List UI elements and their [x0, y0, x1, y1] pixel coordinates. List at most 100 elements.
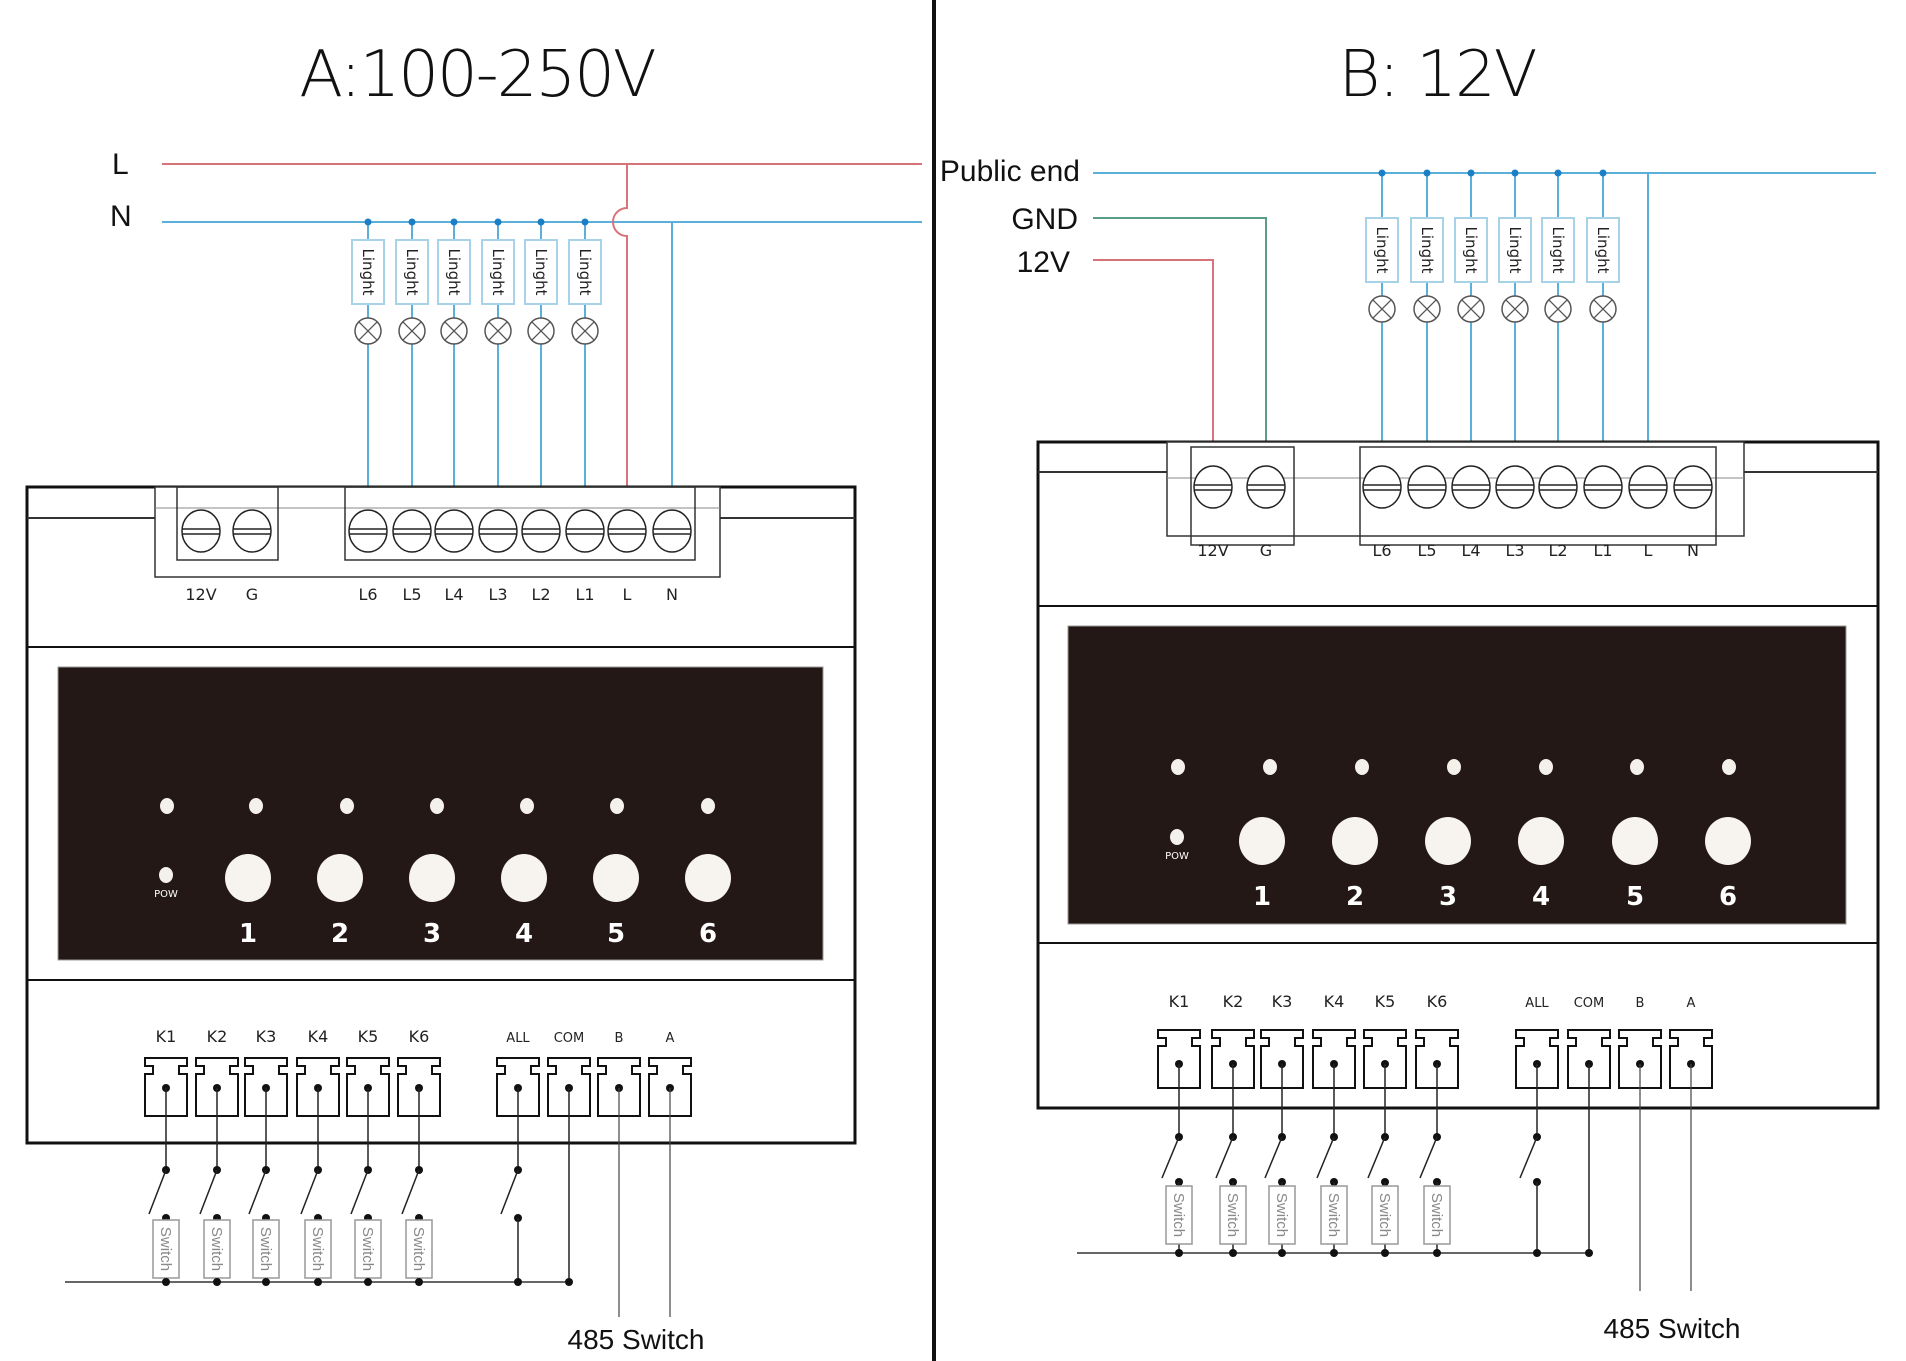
terminal-label: L1 [575, 585, 594, 604]
lamp-cross [1372, 299, 1392, 319]
channel-button-5 [593, 854, 639, 902]
tap-dot [1554, 169, 1562, 177]
connector-label: ALL [1525, 996, 1549, 1011]
connector-label: K2 [1223, 992, 1244, 1011]
switch-blade-icon [300, 1169, 319, 1215]
screw-terminal-icon [348, 509, 388, 553]
terminal-label: N [1687, 541, 1699, 560]
power-led-label: POW [154, 889, 178, 900]
channel-number: 5 [607, 919, 625, 949]
channel-button-2 [1332, 817, 1378, 865]
power-led-icon [1170, 829, 1184, 845]
load-label: Linght [532, 249, 550, 296]
channel-number: 1 [1253, 882, 1271, 912]
bus-junction [1433, 1249, 1441, 1257]
tap-dot [1599, 169, 1607, 177]
channel-button-3 [1425, 817, 1471, 865]
load-label: Linght [576, 249, 594, 296]
channel-number: 1 [239, 919, 257, 949]
screw-terminal-icon [181, 509, 221, 553]
channel-number: 3 [1439, 882, 1457, 912]
wall-switch-box [354, 1219, 382, 1279]
bus-junction [213, 1278, 221, 1286]
lamp-cross [1548, 299, 1568, 319]
terminal-label: N [666, 585, 678, 604]
bus-junction [162, 1278, 170, 1286]
connector-k4 [1312, 1029, 1356, 1089]
connector-k5 [1363, 1029, 1407, 1089]
channel-number: 4 [1532, 882, 1550, 912]
connector-label: ALL [506, 1031, 530, 1046]
wall-switch-box [1219, 1185, 1247, 1245]
connector-k1 [1157, 1029, 1201, 1089]
terminal-label: L3 [488, 585, 507, 604]
terminal-label: G [1260, 541, 1272, 560]
lamp-cross [575, 321, 595, 341]
status-led-icon [520, 798, 534, 814]
connector-label: K4 [1324, 992, 1345, 1011]
channel-number: 6 [1719, 882, 1737, 912]
status-led-icon [1539, 759, 1553, 775]
wall-switch-label: Switch [410, 1227, 427, 1271]
lamp-cross [444, 321, 464, 341]
status-led-icon [1355, 759, 1369, 775]
status-led-icon [1722, 759, 1736, 775]
connector-label: K6 [1427, 992, 1448, 1011]
supply-12v-wire [1093, 259, 1214, 475]
screw-terminal-icon [1407, 465, 1447, 509]
bus-junction [415, 1278, 423, 1286]
screw-terminal-icon [1628, 465, 1668, 509]
load-terminal-block [344, 486, 696, 561]
channel-number: 3 [423, 919, 441, 949]
screw-terminal-icon [1451, 465, 1491, 509]
screw-terminal-icon [1193, 465, 1233, 509]
load-label: Linght [359, 249, 377, 296]
channel-number: 2 [331, 919, 349, 949]
connector-label: COM [1574, 996, 1605, 1011]
load-label: Linght [1418, 227, 1436, 274]
wall-switch-box [405, 1219, 433, 1279]
load-box [568, 239, 602, 305]
switch-blade-icon [248, 1169, 267, 1215]
load-label: Linght [403, 249, 421, 296]
wall-switch-box [1423, 1185, 1451, 1245]
load-terminal-block [1359, 446, 1717, 546]
terminal-label: L [1644, 541, 1653, 560]
channel-button-5 [1612, 817, 1658, 865]
status-led-icon [1171, 759, 1185, 775]
screw-terminal-icon [607, 509, 647, 553]
channel-button-2 [317, 854, 363, 902]
power-terminal-block [176, 486, 279, 561]
bus-junction [1229, 1249, 1237, 1257]
load-label: Linght [445, 249, 463, 296]
load-label: Linght [1373, 227, 1391, 274]
connector-label: B [615, 1031, 624, 1046]
lamp-cross [531, 321, 551, 341]
bus-junction [1381, 1249, 1389, 1257]
load-box [481, 239, 515, 305]
load-box [1410, 217, 1444, 283]
screw-terminal-icon [1495, 465, 1535, 509]
channel-number: 4 [515, 919, 533, 949]
bus-junction [514, 1278, 522, 1286]
wall-switch-label: Switch [157, 1227, 174, 1271]
wall-switch-label: Switch [208, 1227, 225, 1271]
power-terminal-block [1190, 446, 1295, 546]
status-led-icon [160, 798, 174, 814]
connector-label: COM [554, 1031, 585, 1046]
switch-blade-icon [1161, 1136, 1180, 1179]
wall-switch-label: Switch [1273, 1193, 1290, 1237]
load-label: Linght [1549, 227, 1567, 274]
panel-a-title: A:100-250V [299, 38, 655, 112]
terminal-label: L5 [402, 585, 421, 604]
connector-k2 [1211, 1029, 1255, 1089]
rs485-label: 485 Switch [1604, 1313, 1741, 1344]
connector-k6 [1415, 1029, 1459, 1089]
tap-dot [581, 218, 589, 226]
status-led-icon [1263, 759, 1277, 775]
lamp-cross [402, 321, 422, 341]
tap-dot [1511, 169, 1519, 177]
